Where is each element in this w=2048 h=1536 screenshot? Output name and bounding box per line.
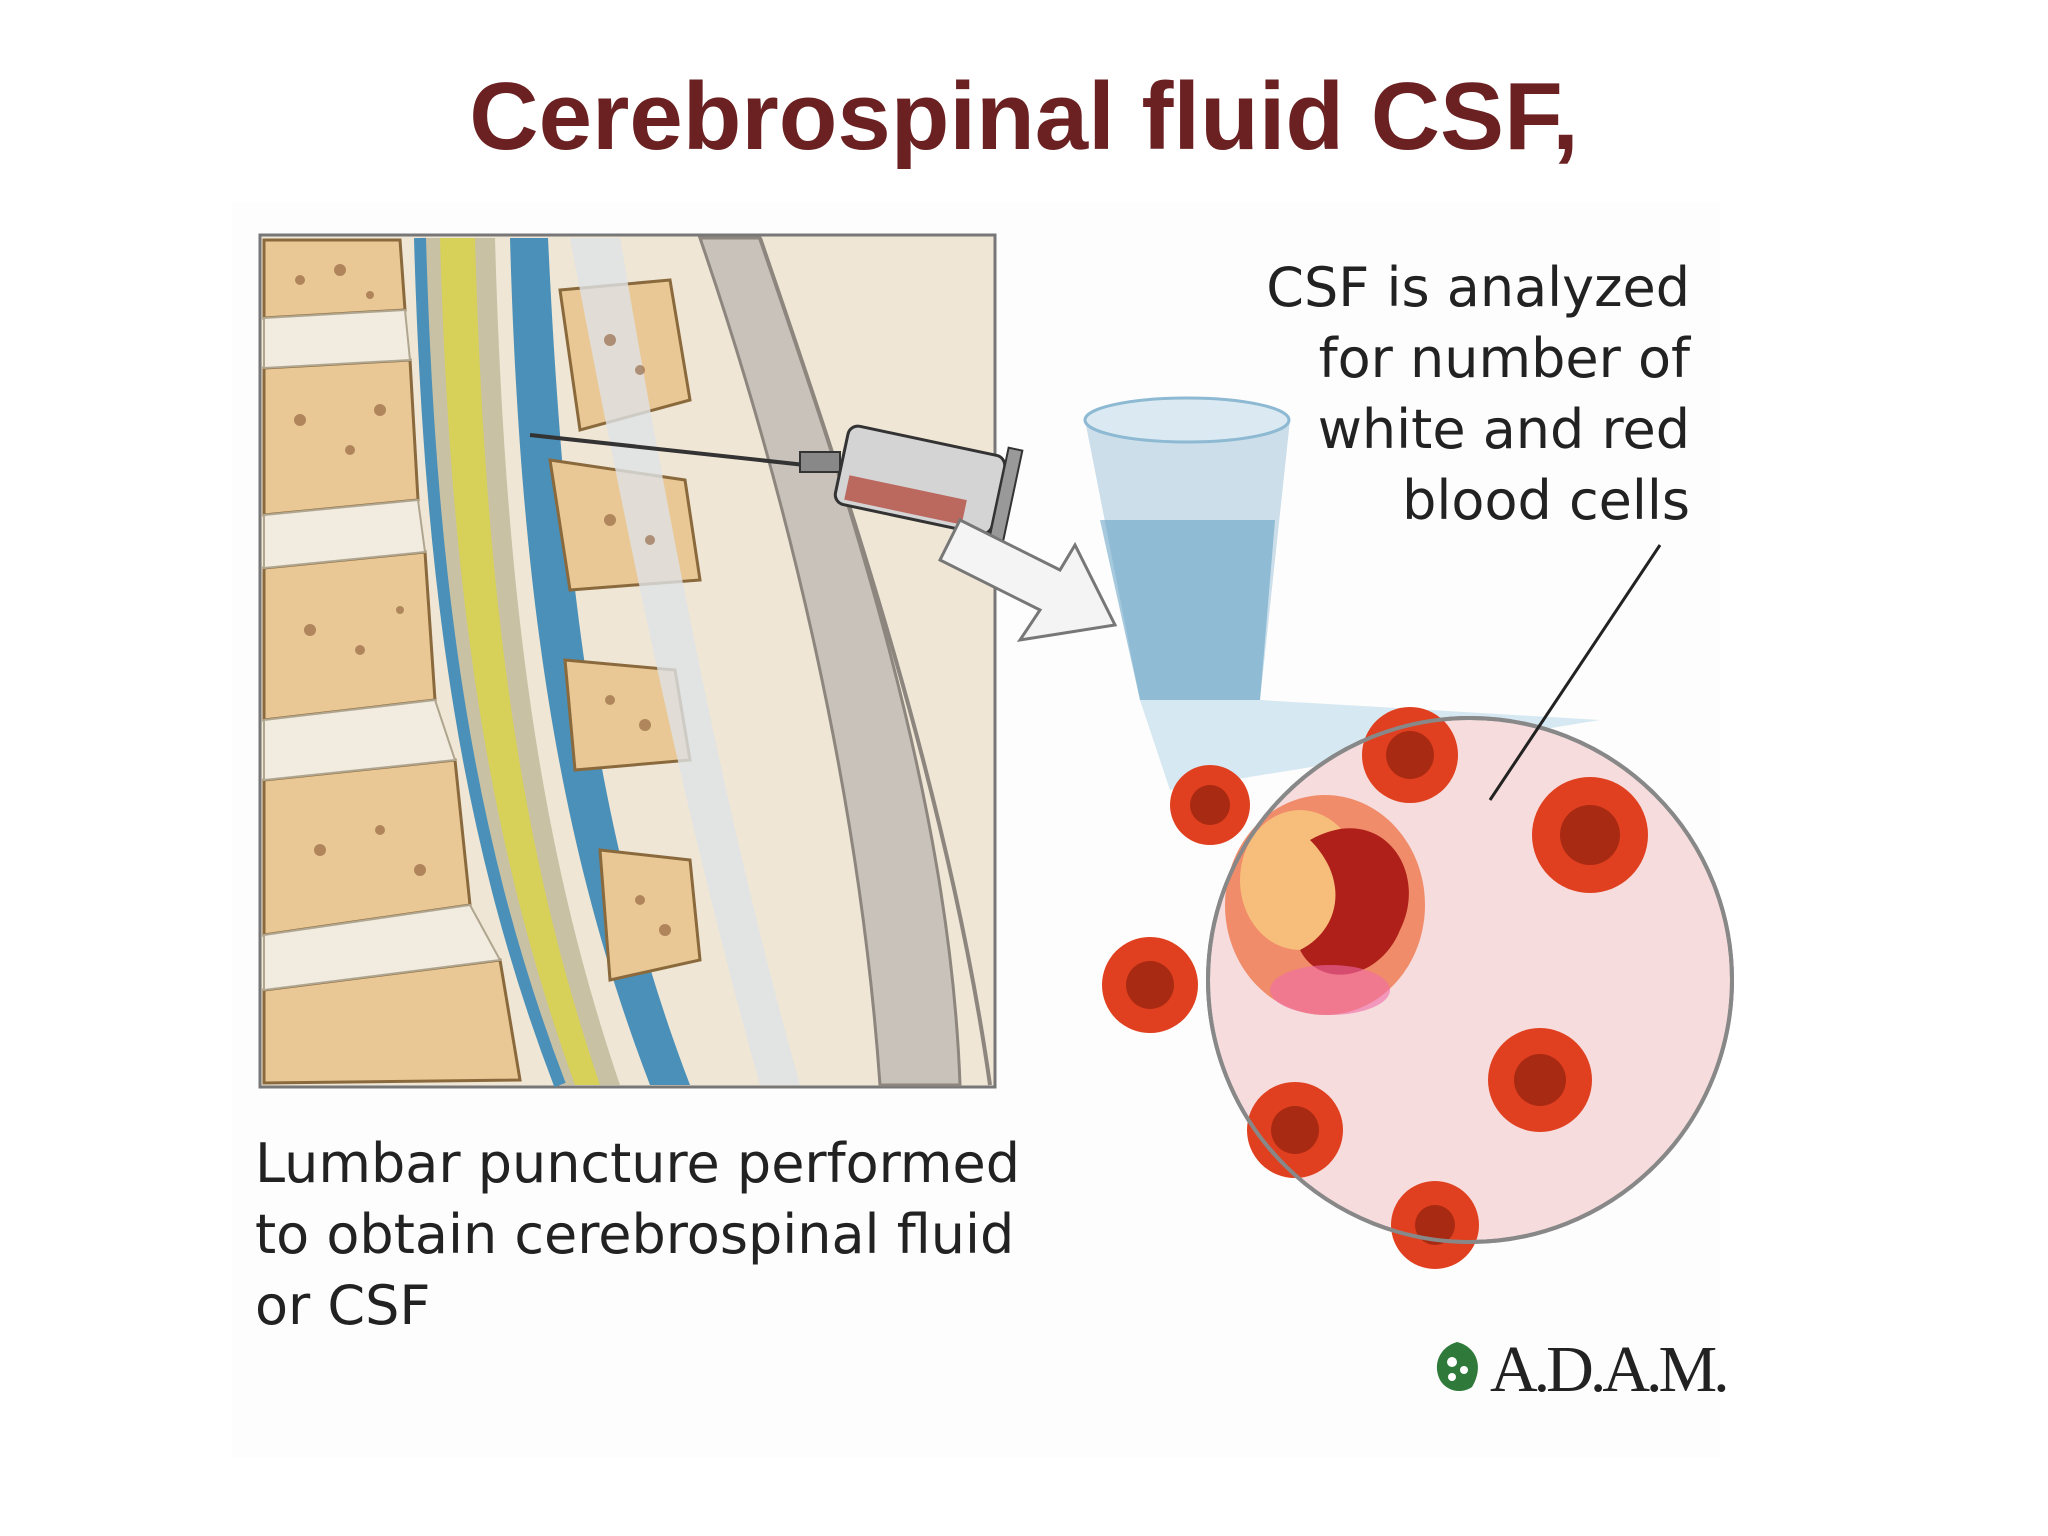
analysis-caption-line: for number of xyxy=(1150,323,1690,394)
analysis-caption-line: CSF is analyzed xyxy=(1150,252,1690,323)
procedure-caption-line: or CSF xyxy=(255,1270,1155,1341)
procedure-caption-line: Lumbar puncture performed xyxy=(255,1128,1155,1199)
procedure-caption: Lumbar puncture performed to obtain cere… xyxy=(255,1128,1155,1341)
analysis-caption-line: white and red xyxy=(1150,394,1690,465)
analysis-caption-line: blood cells xyxy=(1150,465,1690,536)
leaf-logo-icon xyxy=(1422,1332,1492,1402)
adam-logo: A.D.A.M. xyxy=(1422,1332,1722,1402)
logo-text: A.D.A.M. xyxy=(1490,1332,1726,1408)
analysis-caption: CSF is analyzed for number of white and … xyxy=(1150,252,1690,536)
procedure-caption-line: to obtain cerebrospinal fluid xyxy=(255,1199,1155,1270)
spine-cross-section xyxy=(260,235,995,1087)
magnifier-icon xyxy=(1102,707,1732,1269)
